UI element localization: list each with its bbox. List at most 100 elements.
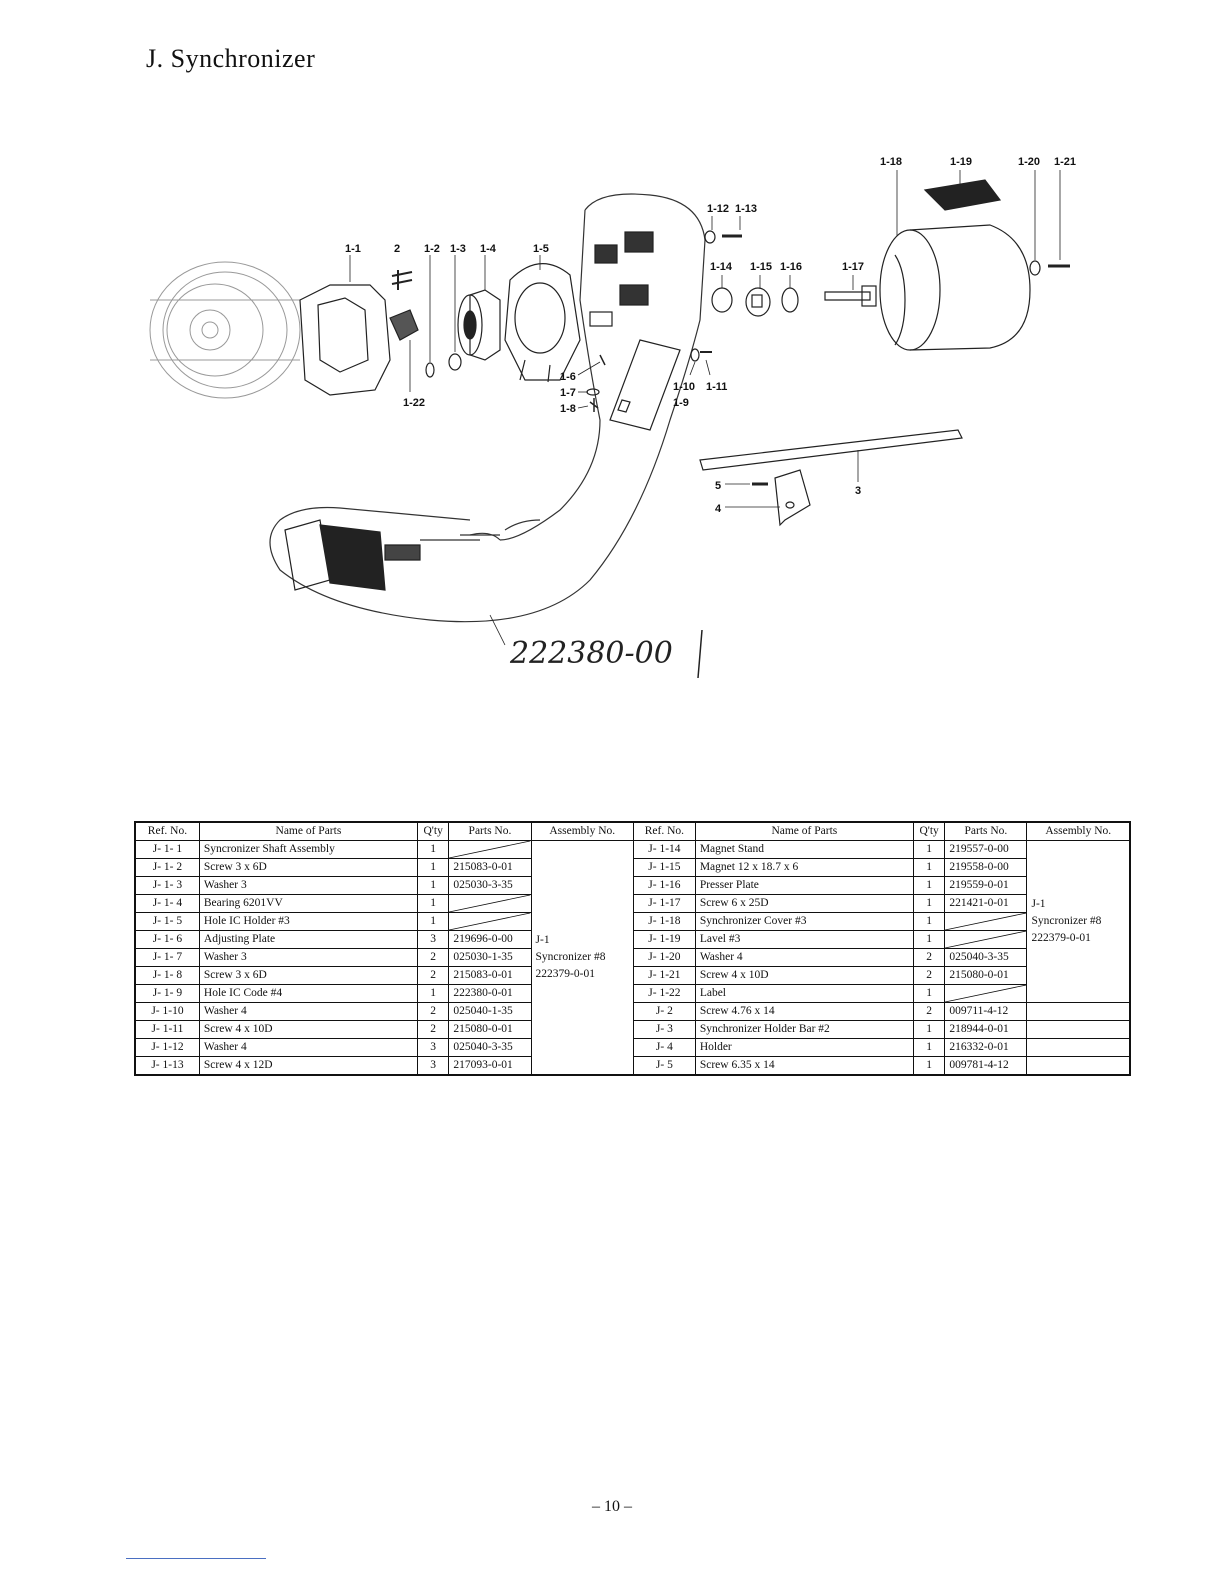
page-title: J. Synchronizer <box>146 44 316 73</box>
qty-cell: 3 <box>416 930 450 949</box>
col-ref-no: Ref. No. <box>632 821 696 841</box>
part-no-cell-empty <box>944 912 1028 931</box>
part-no-cell: 216332-0-01 <box>944 1038 1028 1057</box>
ref-no-cell: J- 4 <box>632 1038 696 1057</box>
qty-cell: 1 <box>912 912 946 931</box>
qty-cell: 1 <box>416 876 450 895</box>
qty-cell: 1 <box>416 840 450 859</box>
part-name-cell: Screw 4 x 10D <box>694 966 914 985</box>
qty-cell: 3 <box>416 1056 450 1076</box>
cable-outline-drawing <box>269 193 706 623</box>
part-no-cell: 221421-0-01 <box>944 894 1028 913</box>
qty-cell: 1 <box>912 1020 946 1039</box>
qty-cell: 1 <box>912 858 946 877</box>
part-no-cell: 009781-4-12 <box>944 1056 1028 1076</box>
part-no-cell: 009711-4-12 <box>944 1002 1028 1021</box>
part-no-cell: 025040-3-35 <box>448 1038 532 1057</box>
part-name-cell: Adjusting Plate <box>198 930 418 949</box>
callout-1-1: 1-1 <box>345 243 361 255</box>
part-name-cell: Screw 4 x 12D <box>198 1056 418 1076</box>
ref-no-cell: J- 1-10 <box>134 1002 200 1021</box>
callout-1-5: 1-5 <box>533 243 549 255</box>
col-ref-no: Ref. No. <box>134 821 200 841</box>
part-name-cell: Screw 6.35 x 14 <box>694 1056 914 1076</box>
part-name-cell: Synchronizer Holder Bar #2 <box>694 1020 914 1039</box>
not-available-slash <box>945 985 1026 1002</box>
not-available-slash <box>945 931 1026 948</box>
synchronizer-cover-drawing <box>879 224 1031 351</box>
ref-no-cell: J- 5 <box>632 1056 696 1076</box>
ref-no-cell: J- 1- 1 <box>134 840 200 859</box>
footer-rule <box>126 1558 266 1559</box>
part-name-cell: Synchronizer Cover #3 <box>694 912 914 931</box>
part-no-cell-empty <box>448 912 532 931</box>
callout-1-8: 1-8 <box>560 403 576 415</box>
callout-2: 2 <box>394 243 400 255</box>
not-available-slash <box>449 895 530 912</box>
pulley-drawing <box>149 261 301 399</box>
qty-cell: 2 <box>416 966 450 985</box>
part-no-cell: 219557-0-00 <box>944 840 1028 859</box>
part-name-cell: Magnet Stand <box>694 840 914 859</box>
part-no-cell: 215080-0-01 <box>448 1020 532 1039</box>
qty-cell: 2 <box>912 948 946 967</box>
not-available-slash <box>945 913 1026 930</box>
col-name-of-parts: Name of Parts <box>198 821 418 841</box>
page-number: – 10 – <box>592 1498 632 1515</box>
qty-cell: 1 <box>416 894 450 913</box>
callout-1-12: 1-12 <box>707 203 729 215</box>
assembly-ref: J-1 <box>535 934 550 946</box>
ref-no-cell: J- 1- 3 <box>134 876 200 895</box>
ref-no-cell: J- 1-15 <box>632 858 696 877</box>
assembly-name: Syncronizer #8 <box>535 951 606 963</box>
qty-cell: 1 <box>416 984 450 1003</box>
qty-cell: 2 <box>416 1002 450 1021</box>
callout-4: 4 <box>715 503 722 515</box>
part-name-cell: Screw 4 x 10D <box>198 1020 418 1039</box>
qty-cell: 2 <box>912 1002 946 1021</box>
ref-no-cell: J- 1-13 <box>134 1056 200 1076</box>
part-name-cell: Screw 6 x 25D <box>694 894 914 913</box>
callout-1-9: 1-9 <box>673 397 689 409</box>
part-no-cell: 025040-1-35 <box>448 1002 532 1021</box>
part-name-cell: Hole IC Holder #3 <box>198 912 418 931</box>
part-name-cell: Presser Plate <box>694 876 914 895</box>
callout-1-18: 1-18 <box>880 156 902 168</box>
part-no-cell: 219559-0-01 <box>944 876 1028 895</box>
connector-drawing <box>284 519 421 591</box>
callout-1-20: 1-20 <box>1018 156 1040 168</box>
part-name-cell: Washer 3 <box>198 876 418 895</box>
qty-cell: 1 <box>912 1056 946 1076</box>
empty-assembly-cell <box>1026 1056 1131 1076</box>
ref-no-cell: J- 1-16 <box>632 876 696 895</box>
callout-1-14: 1-14 <box>710 261 733 273</box>
diagram-drawing: 1-18 1-19 1-20 1-21 1-12 1-13 1-1 2 1-2 … <box>149 156 1076 679</box>
part-name-cell: Hole IC Code #4 <box>198 984 418 1003</box>
part-no-cell: 215083-0-01 <box>448 858 532 877</box>
qty-cell: 1 <box>416 912 450 931</box>
part-no-cell: 025040-3-35 <box>944 948 1028 967</box>
ref-no-cell: J- 1- 7 <box>134 948 200 967</box>
qty-cell: 1 <box>912 840 946 859</box>
ref-no-cell: J- 1-20 <box>632 948 696 967</box>
not-available-slash <box>449 841 530 858</box>
callout-1-11: 1-11 <box>706 381 727 393</box>
ref-no-cell: J- 1-11 <box>134 1020 200 1039</box>
col-name-of-parts: Name of Parts <box>694 821 914 841</box>
bearing-drawing <box>457 289 501 361</box>
ref-no-cell: J- 1-14 <box>632 840 696 859</box>
callout-1-10: 1-10 <box>673 381 695 393</box>
part-no-cell: 025030-3-35 <box>448 876 532 895</box>
